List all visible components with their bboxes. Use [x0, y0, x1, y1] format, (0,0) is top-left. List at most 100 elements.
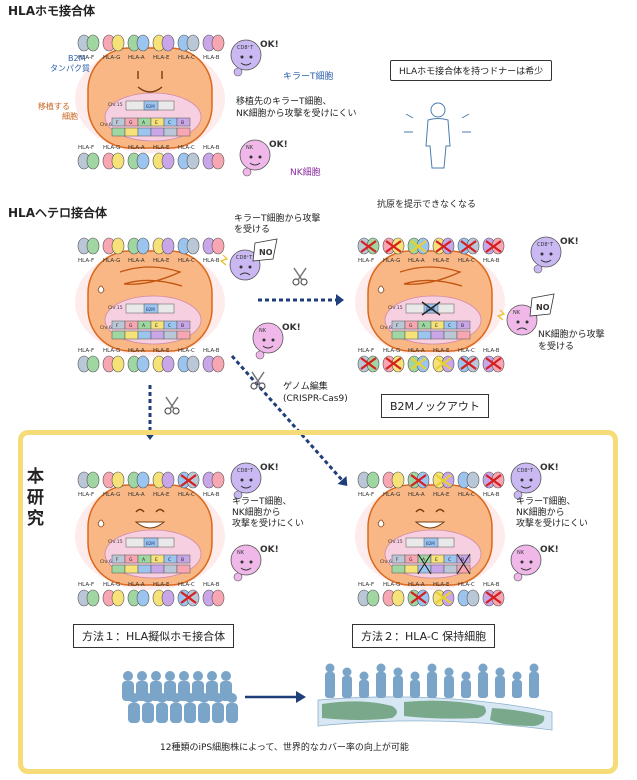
m1-nk-body	[230, 544, 262, 576]
hetero-tcell-cell: CD8⁺TNO	[219, 238, 278, 281]
m2-bot-hla-b-0	[366, 589, 380, 607]
m1-top-hla-b-1	[111, 471, 125, 489]
hetero-nk-mouth	[262, 345, 274, 349]
m2-nk-thumb	[513, 572, 523, 582]
m1-tcell-thumb	[233, 490, 243, 500]
ko-bot-hla-label-1: HLA-G	[383, 348, 400, 354]
world-person-body-2	[359, 680, 369, 698]
person-head-0-5	[193, 671, 203, 681]
m2-nk-body	[510, 544, 542, 576]
scissors-m1	[164, 396, 180, 415]
m2-bot-x-b-3	[435, 591, 452, 604]
homo-top-hla-b-0	[86, 34, 100, 52]
m1-gene-label-2: A	[142, 557, 146, 563]
homo-desc-1: 移植先のキラーT細胞、	[236, 97, 332, 107]
ko-chr15: Chr.15	[388, 305, 403, 311]
donor-ray-0	[405, 113, 414, 119]
cell-label: 細胞	[62, 112, 78, 121]
ko-tcell-mouth	[540, 259, 552, 263]
world-person-body-10	[495, 676, 505, 698]
m2-gene-label-4: C	[448, 557, 451, 563]
m2-top-hla-label-1: HLA-G	[383, 492, 400, 498]
study-char-3: 究	[27, 509, 44, 529]
scissors-m1-blade-b	[165, 396, 175, 410]
m1-sweat	[97, 519, 105, 528]
hetero-gene-label-0: F	[116, 323, 119, 329]
homo-tcell-eye-l	[240, 55, 244, 59]
m2-bot-hla-label-5: HLA-B	[483, 582, 500, 588]
m1-gene-label-4: C	[168, 557, 171, 563]
donor-head	[430, 102, 446, 118]
homo-top-hla-b-3	[161, 34, 175, 52]
m1-resist-2: NK細胞から	[232, 508, 281, 518]
person-head-0-4	[179, 671, 189, 681]
homo-gene-bot-5	[176, 127, 191, 137]
m2-tcell-name: CD8⁺T	[517, 468, 534, 474]
ko-tcell-thumb	[533, 264, 543, 274]
ko-gene-bot-0	[391, 330, 406, 340]
m2-b2m-text: B2M	[426, 541, 435, 546]
hetero-nk-body	[252, 322, 284, 354]
m1-gene-bot-5	[176, 564, 191, 574]
ko-gene-label-1: G	[409, 323, 413, 329]
homo-tcell-ok: OK!	[260, 40, 279, 50]
homo-nk-thumb	[242, 167, 252, 177]
person-head-1-5	[199, 693, 209, 703]
person-body-1-3	[170, 703, 182, 723]
ko-top-x-b-2	[410, 240, 427, 253]
hetero-nk-thumb	[255, 350, 265, 360]
homo-gene-label-3: E	[155, 120, 158, 126]
method1-box: 方法１：HLA擬似ホモ接合体	[73, 624, 235, 648]
m1-tcell-eye-r	[249, 478, 253, 482]
m2-tcell-eye-l	[520, 478, 524, 482]
world-person-head-2	[359, 671, 369, 681]
m2-top-hla-label-4: HLA-C	[458, 492, 475, 498]
hetero-bot-hla-label-0: HLA-F	[78, 348, 94, 354]
m1-top-hla-b-3	[161, 471, 175, 489]
world-map-icon	[317, 663, 553, 731]
heterozygote-heading: HLAヘテロ接合体	[8, 206, 107, 220]
world-person-head-3	[376, 663, 386, 673]
hetero-top-hla-b-5	[211, 237, 225, 255]
this-study-frame	[18, 430, 618, 774]
homo-b2m-text: B2M	[146, 104, 155, 109]
hetero-bot-hla-label-2: HLA-A	[128, 348, 145, 354]
homo-top-hla-b-2	[136, 34, 150, 52]
ko-bot-x-b-5	[485, 357, 502, 370]
m2-bot-x-b-5	[485, 591, 502, 604]
world-person-head-12	[529, 663, 539, 673]
m2-mouth	[414, 521, 446, 529]
ko-b2m-x-b	[421, 301, 441, 316]
person-body-1-1	[142, 703, 154, 723]
world-person-head-0	[325, 663, 335, 673]
hetero-b2m-text: B2M	[146, 307, 155, 312]
homo-top-hla-b-5	[211, 34, 225, 52]
person-body-1-2	[156, 703, 168, 723]
hetero-attack-2: を受ける	[234, 225, 271, 235]
hetero-tcell-no: NO	[259, 248, 273, 257]
hetero-chr6: Chr.6	[100, 325, 112, 331]
ko-gene-label-4: C	[448, 323, 451, 329]
world-land-b	[404, 700, 486, 719]
m2-eye-r	[435, 508, 445, 513]
m2-b2m-gene	[423, 537, 439, 548]
ko-bot-hla-label-0: HLA-F	[358, 348, 374, 354]
ko-nk-no: NO	[536, 303, 550, 312]
world-person-body-7	[444, 676, 454, 698]
ko-top-x-b-1	[385, 240, 402, 253]
homo-nk-eye-l	[249, 155, 253, 159]
m2-gene-label-2: A	[422, 557, 426, 563]
ko-bot-x-b-2	[410, 357, 427, 370]
homo-bot-hla-label-5: HLA-B	[203, 145, 220, 151]
person-body-1-7	[226, 703, 238, 723]
m1-nk-thumb	[233, 572, 243, 582]
m1-tcell-body	[230, 462, 262, 494]
hetero-nk-eye-l	[262, 338, 266, 342]
hetero-top-hla-b-4	[186, 237, 200, 255]
world-person-body-12	[529, 672, 539, 698]
hetero-top-hla-b-2	[136, 237, 150, 255]
genome-edit-1: ゲノム編集	[283, 382, 328, 392]
person-head-1-4	[185, 693, 195, 703]
